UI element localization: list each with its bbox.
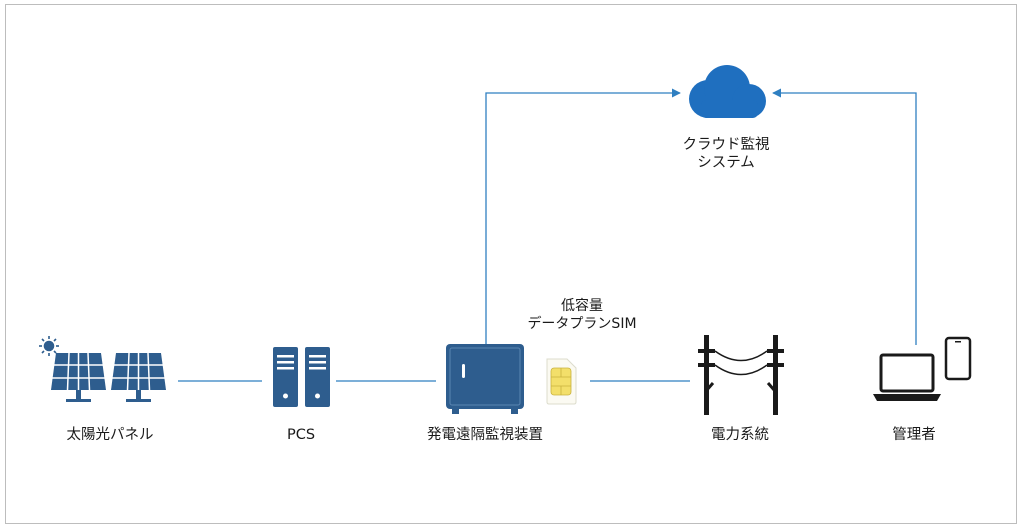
sim-label-line1: 低容量 — [561, 298, 603, 314]
cabinet-icon — [446, 344, 524, 414]
sim-card-icon — [546, 358, 577, 405]
power-pole-icon — [698, 335, 784, 415]
sun-icon — [39, 336, 59, 356]
sim-label-line2: データプランSIM — [527, 316, 637, 332]
smartphone-icon — [944, 336, 972, 381]
cloud-icon — [689, 65, 766, 118]
laptop-icon — [873, 353, 941, 401]
pcs-label: PCS — [286, 427, 316, 443]
diagram-frame — [5, 4, 1017, 524]
server-icon — [273, 347, 298, 407]
link-admin-cloud — [772, 88, 917, 345]
sim-label: 低容量 データプランSIM — [514, 297, 650, 333]
link-monitor-cloud — [485, 88, 681, 345]
admin-label: 管理者 — [892, 427, 936, 443]
solar-panel-icon — [51, 352, 106, 402]
cloud-label-line2: システム — [697, 155, 755, 171]
cloud-label-line1: クラウド監視 — [682, 137, 770, 153]
server-icon — [305, 347, 330, 407]
cloud-label: クラウド監視 システム — [664, 136, 788, 172]
monitor-label: 発電遠隔監視装置 — [427, 427, 543, 443]
solar-panel-icon — [111, 352, 166, 402]
solar-label: 太陽光パネル — [66, 427, 154, 443]
grid-label: 電力系統 — [711, 427, 769, 443]
